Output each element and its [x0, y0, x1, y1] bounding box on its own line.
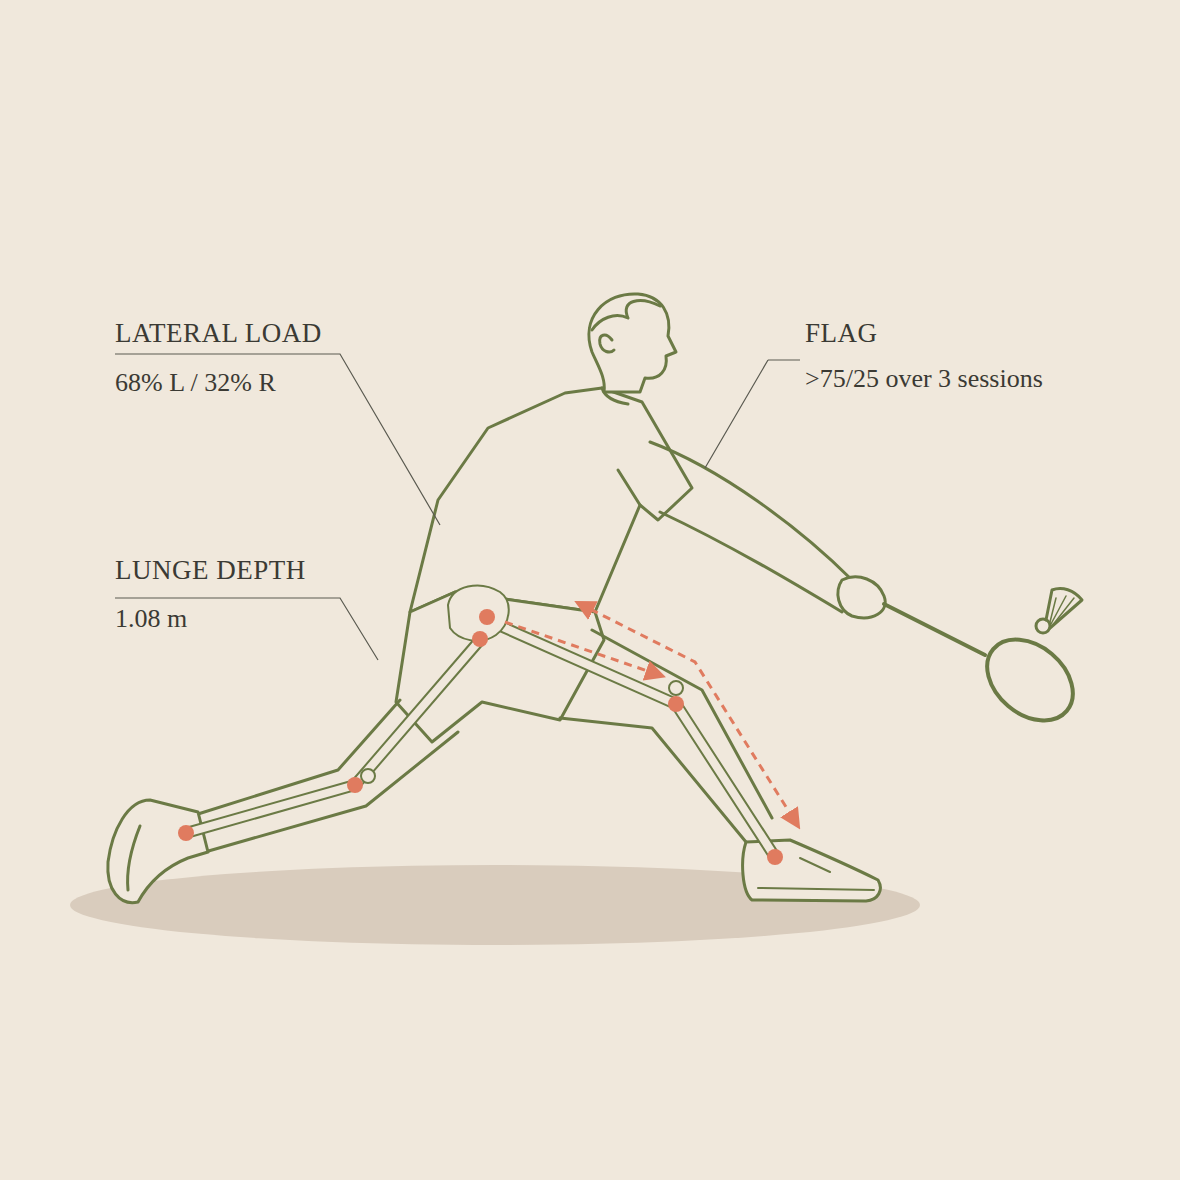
- metric-heading: LUNGE DEPTH: [115, 555, 306, 586]
- hand: [838, 577, 885, 618]
- player-figure: [108, 294, 1089, 903]
- kneecap: [669, 681, 683, 695]
- joint-markers: [178, 609, 783, 865]
- sleeve-fold: [618, 470, 640, 505]
- racket-head: [971, 623, 1088, 737]
- back-shoe: [108, 800, 208, 903]
- skeleton: [186, 586, 775, 857]
- force-arrows: [505, 603, 798, 826]
- shuttle-feathers: [1046, 588, 1082, 628]
- kneecap: [361, 769, 375, 783]
- racket-shaft: [884, 604, 985, 655]
- shoe-detail: [128, 826, 140, 890]
- shirt: [410, 388, 692, 612]
- metric-heading: FLAG: [805, 318, 878, 349]
- racket-arm-bottom: [660, 512, 842, 612]
- hair: [592, 301, 660, 330]
- shuttle-lines: [1050, 596, 1074, 626]
- metric-heading: LATERAL LOAD: [115, 318, 322, 349]
- leader-lines: [115, 354, 800, 660]
- shuttle-cork: [1036, 619, 1050, 633]
- metric-value: 1.08 m: [115, 604, 187, 634]
- head: [589, 294, 676, 392]
- metric-value: >75/25 over 3 sessions: [805, 364, 1043, 394]
- metric-value: 68% L / 32% R: [115, 368, 276, 398]
- ear: [600, 335, 614, 352]
